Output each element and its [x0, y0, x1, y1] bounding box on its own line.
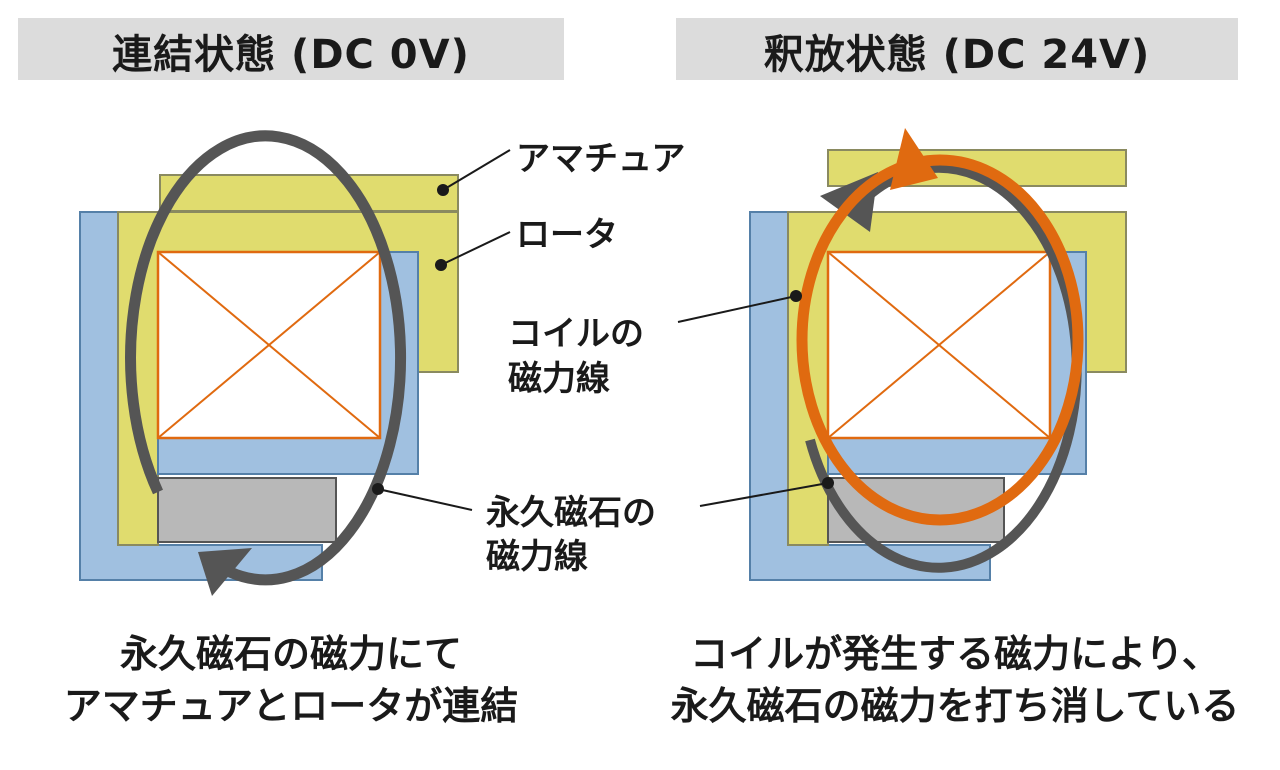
title-left-bar: 連結状態 (DC 0V): [18, 18, 564, 80]
label-coil-flux-line1: コイルの: [508, 314, 644, 354]
left-coil: [156, 250, 382, 440]
right-coil-flux-line: [796, 154, 1084, 526]
caption-left: 永久磁石の磁力にて アマチュアとロータが連結: [18, 628, 564, 732]
label-rotor-text: ロータ: [516, 215, 618, 255]
label-magnet-flux-line1: 永久磁石の: [486, 493, 656, 533]
left-armature: [159, 174, 459, 212]
label-magnet-flux-line2: 磁力線: [486, 537, 588, 577]
label-armature-text: アマチュア: [516, 139, 685, 179]
caption-right-line2: 永久磁石の磁力を打ち消している: [670, 684, 1240, 728]
right-magnet-flux-line: [805, 162, 1082, 573]
title-right: 釈放状態 (DC 24V): [763, 32, 1151, 78]
caption-right-line1: コイルが発生する磁力により、: [690, 632, 1220, 676]
left-magnet-flux-line: [125, 130, 407, 586]
right-coil: [826, 250, 1052, 440]
title-left: 連結状態 (DC 0V): [112, 32, 470, 78]
left-magnet-flux-arrowhead: [198, 548, 252, 596]
label-coil-flux-line2: 磁力線: [508, 359, 610, 399]
label-magnet-flux: 永久磁石の 磁力線: [372, 477, 834, 577]
caption-right: コイルが発生する磁力により、 永久磁石の磁力を打ち消している: [630, 628, 1280, 732]
label-coil-flux: コイルの 磁力線: [508, 290, 802, 399]
right-diagram: [749, 128, 1127, 581]
label-rotor: ロータ: [435, 215, 618, 271]
right-coil-flux-arrowhead: [890, 128, 938, 190]
caption-left-line1: 永久磁石の磁力にて: [119, 632, 462, 676]
title-right-bar: 釈放状態 (DC 24V): [676, 18, 1238, 80]
caption-left-line2: アマチュアとロータが連結: [63, 684, 519, 728]
label-armature: アマチュア: [437, 139, 685, 196]
left-diagram: [79, 130, 459, 596]
left-permanent-magnet: [157, 477, 337, 543]
